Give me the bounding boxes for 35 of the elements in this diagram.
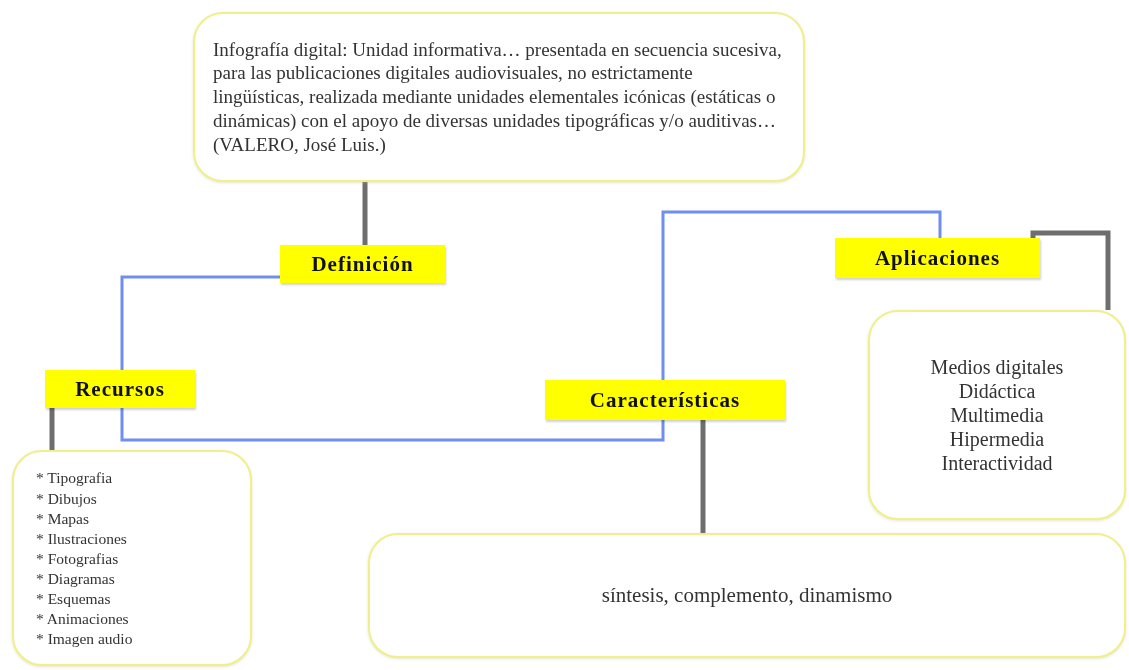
- connector-line: [700, 420, 706, 533]
- caracteristicas-label: [545, 380, 785, 420]
- list-item: Multimedia: [950, 403, 1044, 427]
- applications-box: [868, 310, 1126, 520]
- list-item: Interactividad: [941, 451, 1053, 475]
- label-text: Aplicaciones: [874, 245, 1001, 271]
- label-text: Definición: [311, 251, 414, 277]
- list-item: * Tipografia: [36, 468, 113, 489]
- connector-line: [120, 275, 280, 370]
- connector-line: [1030, 230, 1111, 310]
- aplicaciones-label: [835, 238, 1040, 278]
- list-item: * Esquemas: [36, 589, 111, 610]
- characteristics-box: [368, 533, 1126, 658]
- list-item: * Dibujos: [36, 488, 97, 509]
- connector-line: [362, 182, 368, 245]
- connector-line: [661, 210, 942, 380]
- list-item: * Mapas: [36, 508, 89, 529]
- list-item: Medios digitales: [930, 355, 1064, 379]
- connector-line: [49, 408, 55, 450]
- list-item: * Diagramas: [36, 569, 115, 590]
- list-item: Didáctica: [958, 379, 1036, 403]
- resources-box: [12, 450, 252, 666]
- body-text: síntesis, complemento, dinamismo: [601, 582, 893, 609]
- list-item: * Fotografias: [36, 548, 119, 569]
- body-text: Infografía digital: Unidad informativa… presentada en secuencia sucesiva, para las publicaciones digitales audiovisuales, no estrictamente lingüísticas, realizada mediante unidades elementales icónicas (estáticas o dinámicas) con el apoyo de diversas unidades tipográficas y/o auditivas… (VALERO, José Luis.): [213, 37, 783, 157]
- list-item: * Imagen audio: [36, 629, 133, 650]
- label-text: Recursos: [75, 376, 165, 402]
- list-item: * Ilustraciones: [36, 528, 127, 549]
- list-item: Hipermedia: [949, 427, 1045, 451]
- label-text: Características: [589, 387, 741, 413]
- definition-box: [193, 12, 805, 182]
- list-item: * Animaciones: [36, 609, 129, 630]
- definicion-label: [280, 245, 445, 283]
- recursos-label: [45, 370, 195, 408]
- connector-line: [120, 408, 665, 442]
